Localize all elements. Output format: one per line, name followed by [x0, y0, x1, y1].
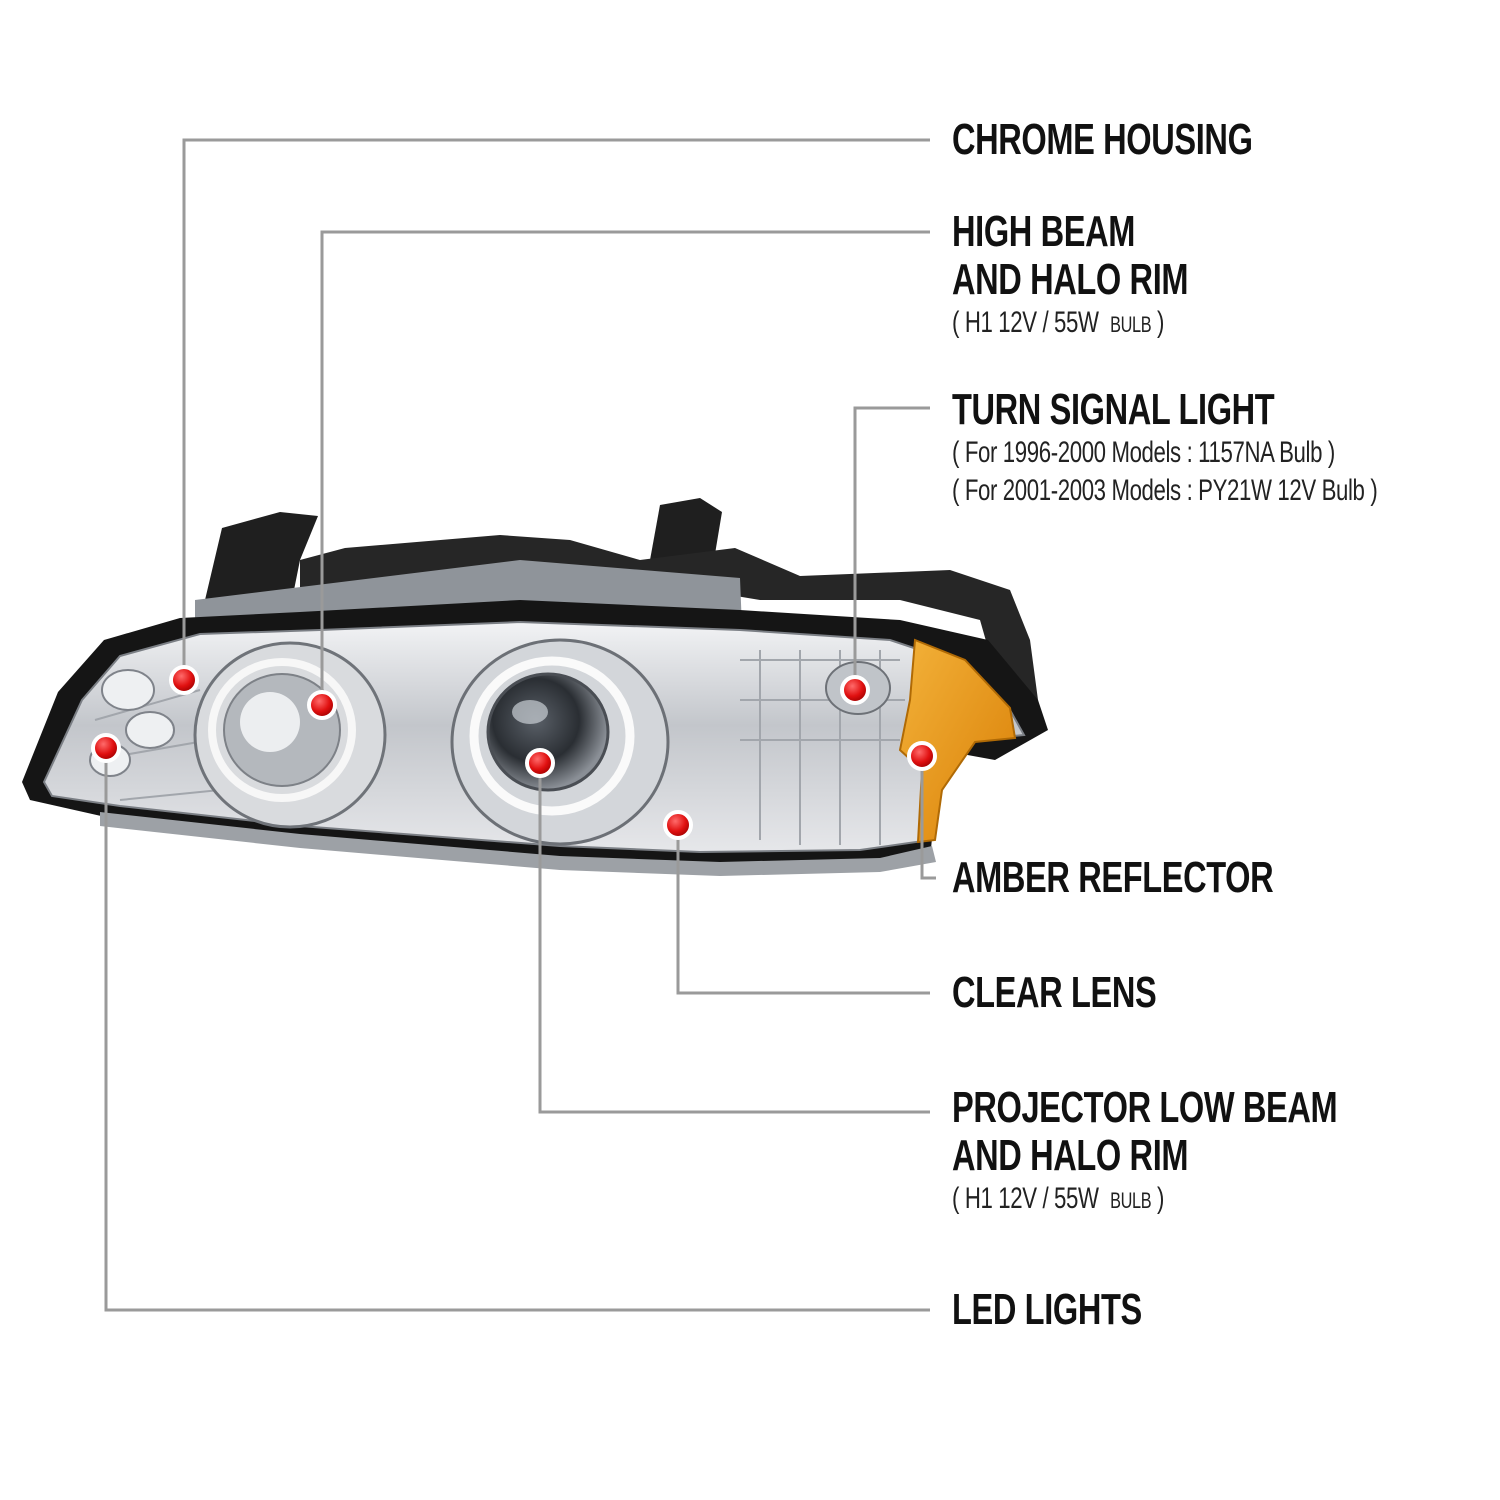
label-chrome-housing: CHROME HOUSING: [952, 116, 1358, 164]
projector-low-beam-title-line2: AND HALO RIM: [952, 1131, 1189, 1180]
chrome-housing-title: CHROME HOUSING: [952, 115, 1253, 164]
projector-low-beam-bulb-word: BULB: [1110, 1188, 1152, 1213]
leader-high-beam: [320, 230, 930, 705]
mounting-bracket-right: [650, 498, 722, 560]
turn-signal-note-1: ( For 1996-2000 Models : 1157NA Bulb ): [952, 436, 1335, 469]
high-beam-title-line1: HIGH BEAM: [952, 207, 1135, 256]
callout-marker-icon: [525, 748, 555, 778]
high-beam-title-line2: AND HALO RIM: [952, 255, 1189, 304]
amber-reflector-title: AMBER REFLECTOR: [952, 853, 1274, 902]
callout-marker-icon: [907, 741, 937, 771]
leader-projector-low-beam: [538, 763, 930, 1114]
callout-marker-icon: [307, 690, 337, 720]
projector-low-beam-bulb-open: ( H1 12V / 55W: [952, 1182, 1099, 1215]
label-led-lights: LED LIGHTS: [952, 1286, 1209, 1334]
reflector-facets: [94, 650, 905, 845]
low-beam-projector: [450, 638, 670, 846]
callout-marker-icon: [663, 810, 693, 840]
leader-led-lights: [104, 748, 930, 1312]
clear-lens-title: CLEAR LENS: [952, 968, 1157, 1017]
housing-lower-lip: [100, 812, 936, 876]
leader-lines: [104, 138, 936, 1312]
leader-chrome-housing: [182, 138, 930, 680]
projector-low-beam-bulb-close: ): [1157, 1182, 1165, 1215]
turn-signal-note-2: ( For 2001-2003 Models : PY21W 12V Bulb …: [952, 474, 1378, 507]
leader-clear-lens: [676, 825, 930, 995]
amber-reflector-shape: [898, 638, 1017, 844]
projector-low-beam-bulb-spec: ( H1 12V / 55W BULB ): [952, 1180, 1337, 1220]
high-beam-bulb-spec: ( H1 12V / 55W BULB ): [952, 304, 1188, 344]
leader-amber-reflector: [920, 756, 936, 880]
label-clear-lens: CLEAR LENS: [952, 969, 1228, 1017]
high-beam-bulb-word: BULB: [1110, 312, 1152, 337]
label-amber-reflector: AMBER REFLECTOR: [952, 854, 1386, 902]
callout-marker-icon: [840, 675, 870, 705]
callout-markers: [91, 665, 937, 840]
high-beam-projector: [193, 641, 387, 829]
mounting-bracket-left: [205, 512, 318, 600]
high-beam-bulb-close: ): [1157, 306, 1165, 339]
label-high-beam: HIGH BEAM AND HALO RIM ( H1 12V / 55W BU…: [952, 208, 1271, 344]
projector-low-beam-title-line1: PROJECTOR LOW BEAM: [952, 1083, 1338, 1132]
label-turn-signal: TURN SIGNAL LIGHT ( For 1996-2000 Models…: [952, 386, 1500, 510]
callout-marker-icon: [91, 733, 121, 763]
led-lights-title: LED LIGHTS: [952, 1285, 1142, 1334]
callout-marker-icon: [169, 665, 199, 695]
high-beam-bulb-open: ( H1 12V / 55W: [952, 306, 1099, 339]
label-projector-low-beam: PROJECTOR LOW BEAM AND HALO RIM ( H1 12V…: [952, 1084, 1473, 1220]
turn-signal-title: TURN SIGNAL LIGHT: [952, 385, 1275, 434]
leader-turn-signal: [853, 406, 930, 690]
